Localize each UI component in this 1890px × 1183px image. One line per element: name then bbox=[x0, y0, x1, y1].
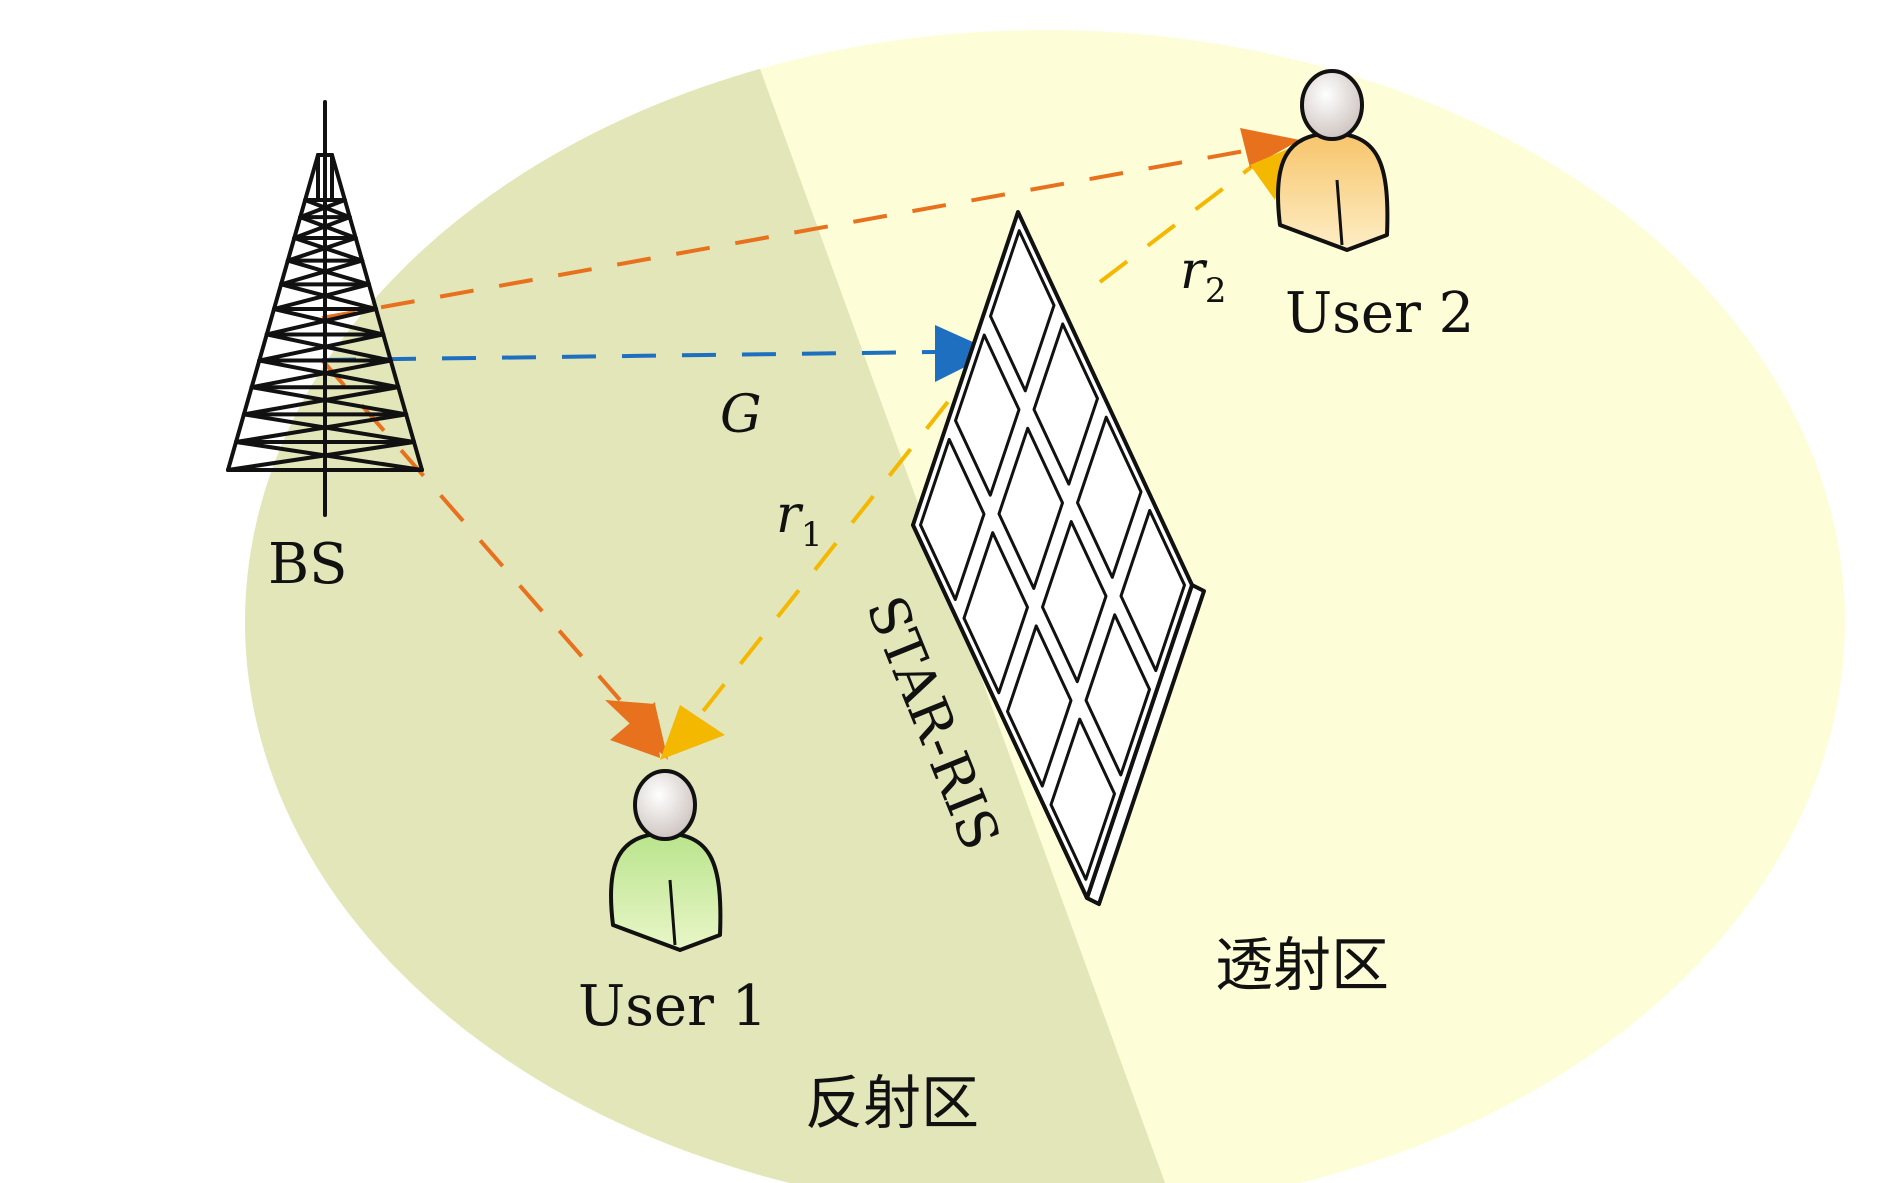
g-channel-label: G bbox=[720, 385, 762, 445]
reflecting-surface-grid-icon bbox=[911, 210, 1206, 906]
tower-brace bbox=[264, 307, 379, 337]
ris-frame bbox=[911, 210, 1194, 900]
tower-brace bbox=[292, 236, 365, 263]
r1-sub: 1 bbox=[801, 515, 823, 555]
ris-element bbox=[1076, 415, 1143, 579]
link-ris-user2-r2 bbox=[1098, 160, 1260, 284]
r1-base: r bbox=[776, 485, 804, 545]
tower-brace bbox=[241, 385, 401, 417]
ris-element bbox=[1006, 624, 1073, 788]
bs-label: BS bbox=[268, 532, 348, 597]
arrowhead-user1-ris bbox=[660, 705, 725, 760]
link-bs-ris-g bbox=[321, 350, 936, 362]
ris-element bbox=[997, 426, 1064, 590]
tower-brace bbox=[257, 332, 386, 363]
person-head bbox=[1300, 69, 1364, 141]
user1-label: User 1 bbox=[578, 974, 767, 1039]
tower-brace bbox=[226, 439, 416, 472]
tower-brace bbox=[234, 412, 409, 444]
ris-element bbox=[1084, 613, 1151, 777]
ris-element bbox=[1032, 322, 1099, 486]
r1-channel-label: r1 bbox=[776, 485, 823, 555]
tower-brace bbox=[271, 282, 371, 312]
person-icon bbox=[608, 769, 723, 952]
direct-link-bs-user1 bbox=[320, 358, 622, 702]
ris-element bbox=[962, 531, 1029, 695]
arrowheads bbox=[605, 128, 1300, 760]
direct-link-bs-user2 bbox=[321, 148, 1251, 320]
cell-tower-icon bbox=[226, 100, 424, 517]
ris-element bbox=[989, 229, 1056, 393]
person-icon bbox=[1275, 69, 1390, 252]
person-body bbox=[608, 831, 723, 952]
ris-element bbox=[919, 437, 986, 602]
r2-sub: 2 bbox=[1205, 271, 1227, 311]
person-body bbox=[1275, 131, 1390, 252]
arrowhead-user2-ris bbox=[1250, 148, 1290, 200]
ris-element bbox=[1049, 717, 1116, 881]
r2-base: r bbox=[1180, 241, 1208, 301]
r2-channel-label: r2 bbox=[1180, 241, 1227, 311]
person-arm-line bbox=[1335, 179, 1344, 246]
tower-brace bbox=[285, 236, 358, 263]
user2-label: User 2 bbox=[1285, 281, 1474, 346]
tower-brace bbox=[298, 198, 347, 220]
tower-brace bbox=[279, 258, 365, 287]
link-ris-user1-r1 bbox=[698, 353, 987, 717]
arrowhead-user2-direct bbox=[1240, 128, 1300, 168]
ris-element bbox=[1041, 520, 1108, 684]
person-head bbox=[633, 769, 697, 841]
transmission-zone-label: 透射区 bbox=[1215, 931, 1389, 999]
ris-element bbox=[954, 333, 1021, 497]
person-arm-line bbox=[668, 879, 677, 946]
tower-brace bbox=[249, 358, 393, 390]
ris-element bbox=[1119, 508, 1186, 673]
arrowhead-user1-left bbox=[610, 702, 660, 758]
arrowhead-ris bbox=[935, 325, 995, 382]
tower-brace bbox=[298, 215, 358, 241]
signal-links bbox=[320, 148, 1260, 717]
reflection-zone-label: 反射区 bbox=[805, 1069, 979, 1137]
tower-brace bbox=[292, 215, 352, 241]
